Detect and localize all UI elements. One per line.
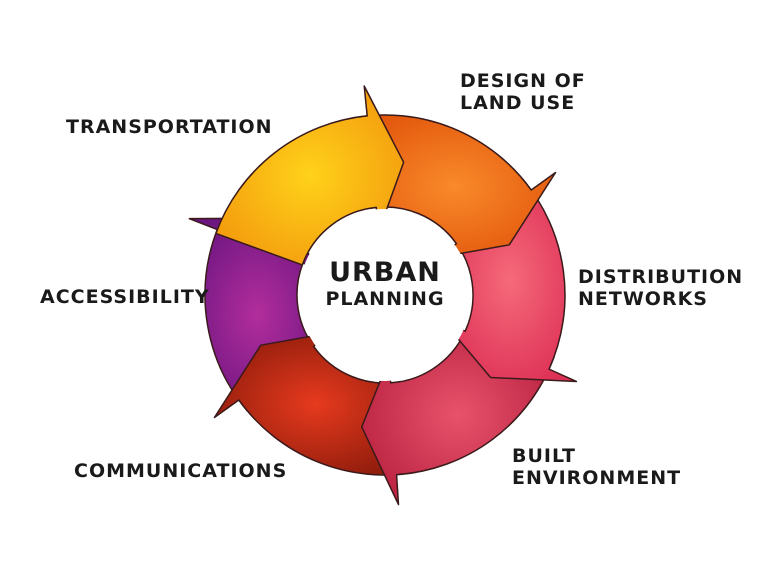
label-distribution-networks: DISTRIBUTION NETWORKS (578, 266, 743, 310)
label-distribution-line1: DISTRIBUTION (578, 266, 744, 288)
label-accessibility: ACCESSIBILITY (40, 286, 210, 308)
label-distribution-line2: NETWORKS (578, 288, 708, 310)
center-title-line1: URBAN (329, 257, 441, 288)
arrow-transportation (215, 85, 405, 266)
label-built-environment: BUILT ENVIRONMENT (512, 445, 681, 489)
center-title: URBAN PLANNING (300, 257, 470, 311)
label-design-of-land-use: DESIGN OF LAND USE (460, 70, 586, 114)
label-built-line1: BUILT (512, 445, 576, 467)
label-design-line2: LAND USE (460, 92, 576, 114)
label-design-line1: DESIGN OF (460, 70, 586, 92)
label-communications-line1: COMMUNICATIONS (74, 460, 288, 482)
label-transportation-line1: TRANSPORTATION (66, 116, 273, 138)
center-title-line2: PLANNING (325, 288, 445, 310)
arrow-communications (213, 331, 418, 476)
arrow-design-of-land-use (352, 114, 557, 259)
label-transportation: TRANSPORTATION (66, 116, 273, 138)
label-accessibility-line1: ACCESSIBILITY (40, 286, 210, 308)
label-communications: COMMUNICATIONS (74, 460, 287, 482)
label-built-line2: ENVIRONMENT (512, 467, 682, 489)
center-disc (299, 209, 471, 381)
